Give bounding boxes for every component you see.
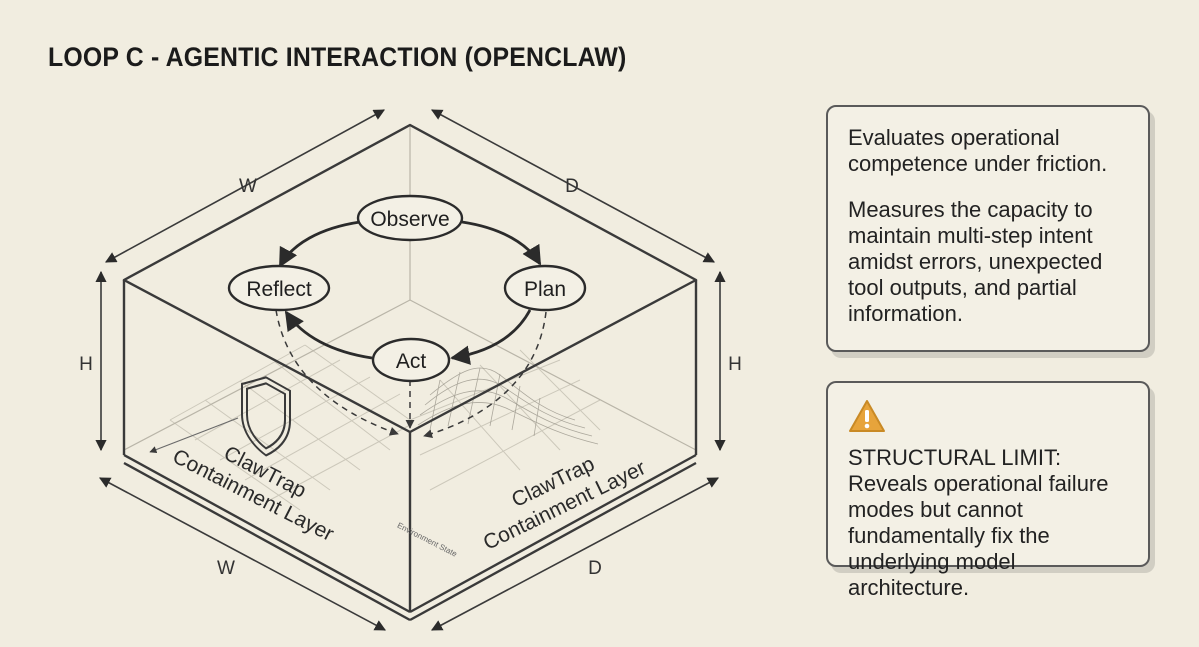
dimension-label-top-width: W bbox=[239, 176, 257, 197]
isometric-box-diagram: W D H H W D Observe Plan Act Reflect bbox=[79, 109, 742, 631]
cycle-node-act-label: Act bbox=[396, 350, 427, 373]
floor-grid bbox=[169, 344, 601, 511]
shield-icon bbox=[241, 376, 291, 457]
dimension-label-bottom-depth: D bbox=[588, 558, 602, 579]
cycle-node-reflect: Reflect bbox=[227, 264, 331, 312]
cycle-node-reflect-label: Reflect bbox=[246, 278, 312, 301]
dimension-arrows bbox=[95, 109, 726, 631]
dimension-label-top-depth: D bbox=[565, 176, 579, 197]
environment-state-label: Environment State bbox=[396, 521, 459, 559]
cycle-node-observe-label: Observe bbox=[370, 208, 449, 231]
environment-state-text: Environment State bbox=[396, 521, 459, 559]
box-back-edges bbox=[123, 125, 697, 451]
dimension-label-bottom-width: W bbox=[217, 558, 235, 579]
dimension-label-height-right: H bbox=[728, 354, 742, 375]
cycle-node-plan-label: Plan bbox=[524, 278, 566, 301]
structural-limit-card: STRUCTURAL LIMIT: Reveals operational fa… bbox=[826, 381, 1150, 600]
description-card: Evaluates operational competence under f… bbox=[826, 105, 1150, 352]
containment-label-right: ClawTrap Containment Layer bbox=[480, 452, 650, 554]
floor-pointer-arrow bbox=[149, 417, 239, 454]
cycle-node-act: Act bbox=[371, 337, 451, 383]
description-paragraph-2: Measures the capacity to maintain multi-… bbox=[848, 197, 1103, 326]
dimension-label-height-left: H bbox=[79, 354, 93, 375]
environment-surface-mesh bbox=[417, 367, 599, 445]
description-paragraph-1: Evaluates operational competence under f… bbox=[848, 125, 1108, 176]
page-title: LOOP C - AGENTIC INTERACTION (OPENCLAW) bbox=[48, 42, 627, 72]
cycle-node-observe: Observe bbox=[356, 194, 464, 242]
cycle-arrows bbox=[278, 220, 542, 365]
cycle-node-plan: Plan bbox=[503, 264, 587, 312]
structural-limit-text: STRUCTURAL LIMIT: Reveals operational fa… bbox=[848, 445, 1109, 600]
projection-lines bbox=[275, 309, 547, 439]
warning-icon bbox=[849, 400, 885, 432]
